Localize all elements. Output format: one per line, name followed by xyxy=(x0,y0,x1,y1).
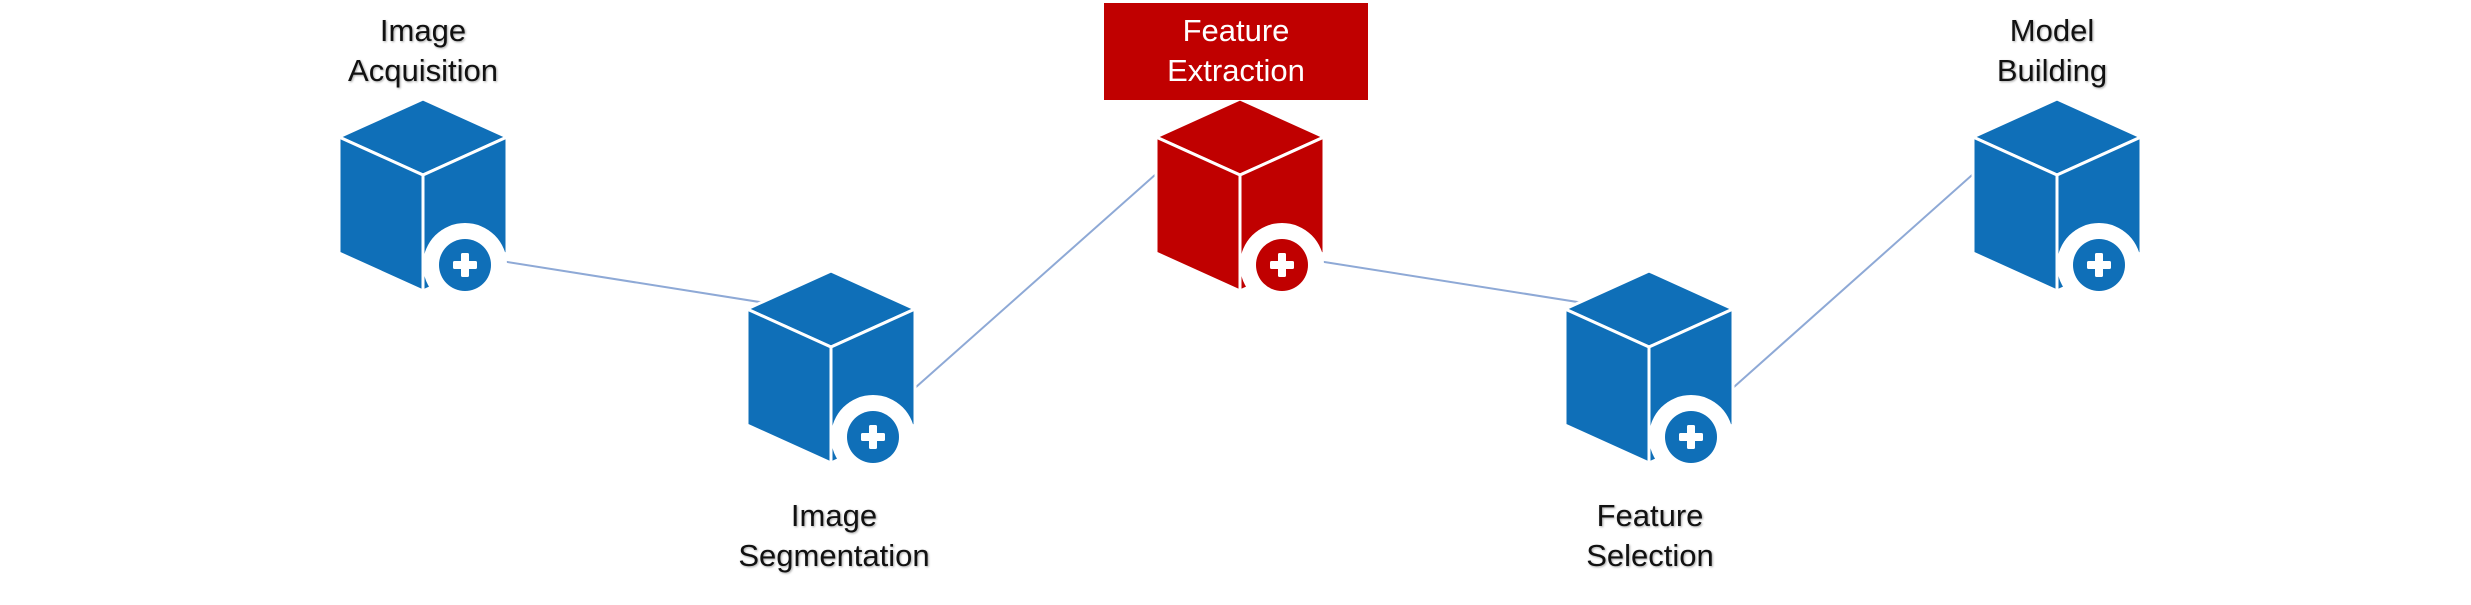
plus-icon xyxy=(423,223,507,307)
plus-bar-vertical xyxy=(1687,425,1695,449)
connector-line xyxy=(870,134,1201,428)
step-label-selection: Feature Selection xyxy=(1460,496,1840,576)
cube-icon xyxy=(1563,269,1735,479)
step-label-segmentation: Image Segmentation xyxy=(644,496,1024,576)
plus-bar-vertical xyxy=(1278,253,1286,277)
step-label-line: Feature xyxy=(1182,13,1290,48)
plus-icon xyxy=(1240,223,1324,307)
step-label-line: Acquisition xyxy=(348,53,498,88)
step-label-line: Segmentation xyxy=(738,538,930,573)
cube-icon xyxy=(1154,97,1326,307)
connector-lines xyxy=(462,134,2018,428)
cube-icon xyxy=(337,97,509,307)
cube-icon xyxy=(745,269,917,479)
plus-bar-vertical xyxy=(869,425,877,449)
step-label-acquisition: Image Acquisition xyxy=(233,11,613,91)
step-label-line: Image xyxy=(790,498,878,533)
step-label-line: Extraction xyxy=(1167,53,1305,88)
step-label-line: Image xyxy=(379,13,467,48)
step-label-line: Feature xyxy=(1596,498,1704,533)
plus-icon xyxy=(1649,395,1733,479)
step-label-building: Model Building xyxy=(1862,11,2242,91)
connector-line xyxy=(1688,134,2018,428)
plus-bar-vertical xyxy=(2095,253,2103,277)
plus-icon xyxy=(831,395,915,479)
connector-line xyxy=(462,254,792,308)
step-label-extraction: Feature Extraction xyxy=(1104,3,1368,100)
step-label-line: Model xyxy=(2009,13,2095,48)
plus-icon xyxy=(2057,223,2141,307)
connector-line xyxy=(1279,254,1610,308)
cube-icon xyxy=(1971,97,2143,307)
plus-bar-vertical xyxy=(461,253,469,277)
step-label-line: Building xyxy=(1996,53,2108,88)
step-label-line: Selection xyxy=(1586,538,1714,573)
